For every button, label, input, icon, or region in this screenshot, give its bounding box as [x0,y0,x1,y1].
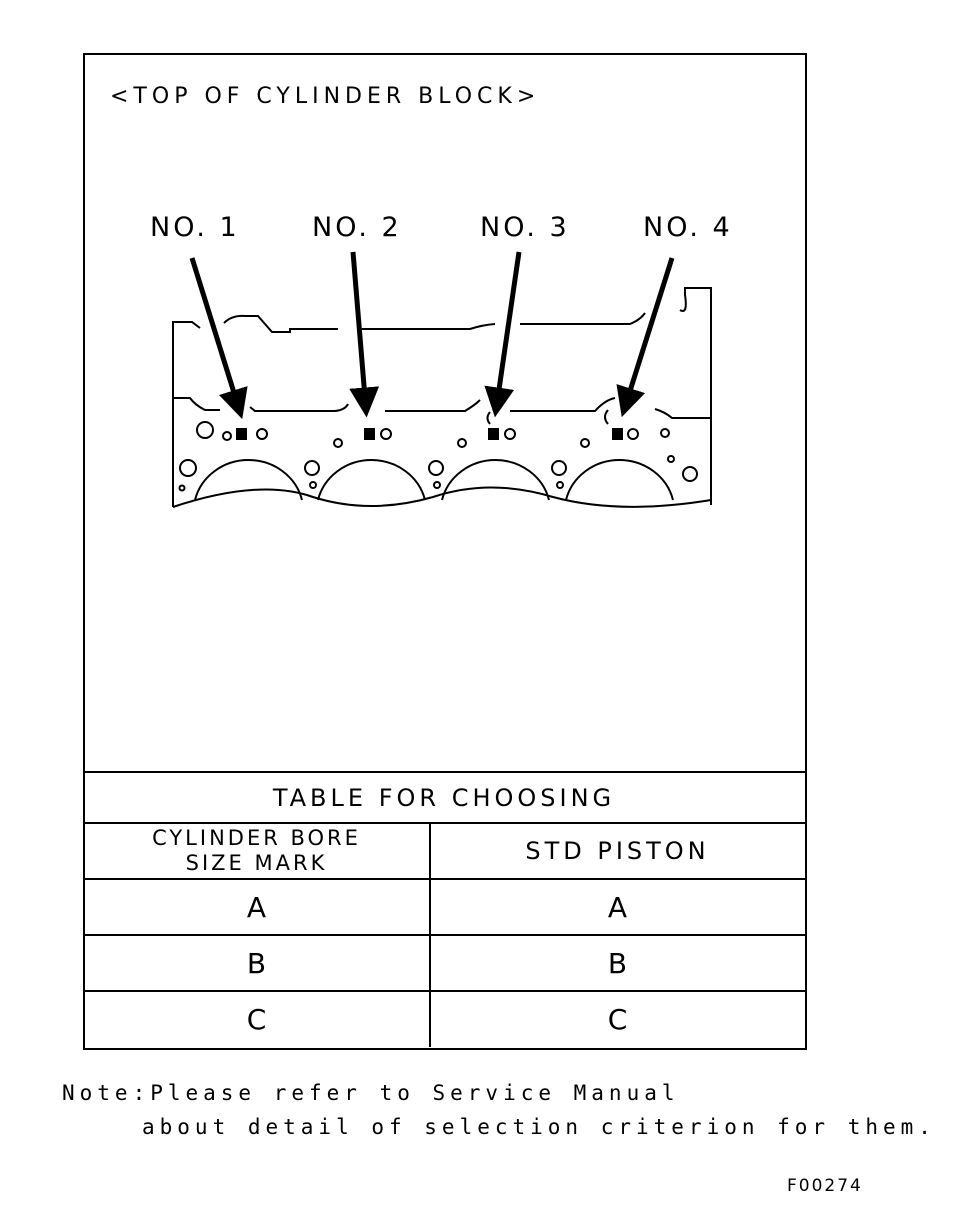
table-cell: B [607,946,628,980]
table-title: TABLE FOR CHOOSING [272,783,616,812]
cylinder-label-3: NO. 3 [480,212,570,243]
table-cell: C [607,1002,628,1036]
table-cell: A [607,890,628,924]
cylinder-label-1: NO. 1 [150,212,240,243]
diagram-title: <TOP OF CYLINDER BLOCK> [110,84,541,109]
cylinder-label-2: NO. 2 [312,212,402,243]
selection-table-grid [83,771,805,1047]
table-header-std-piston: STD PISTON [525,837,710,865]
cylinder-arrows [189,251,675,420]
cylinder-label-4: NO. 4 [643,212,733,243]
table-cell: B [246,946,267,980]
note-line-1: Note:Please refer to Service Manual [62,1081,680,1105]
table-header-bore-mark: CYLINDER BORE SIZE MARK [152,826,361,875]
size-mark-squares [236,428,623,440]
diagram-frame [83,53,807,1050]
figure-id: F00274 [787,1176,863,1196]
table-cell: C [246,1002,267,1036]
note: Note:Please refer to Service Manual about… [62,1076,936,1144]
table-cell: A [246,890,267,924]
note-line-2: about detail of selection criterion for … [142,1115,936,1139]
